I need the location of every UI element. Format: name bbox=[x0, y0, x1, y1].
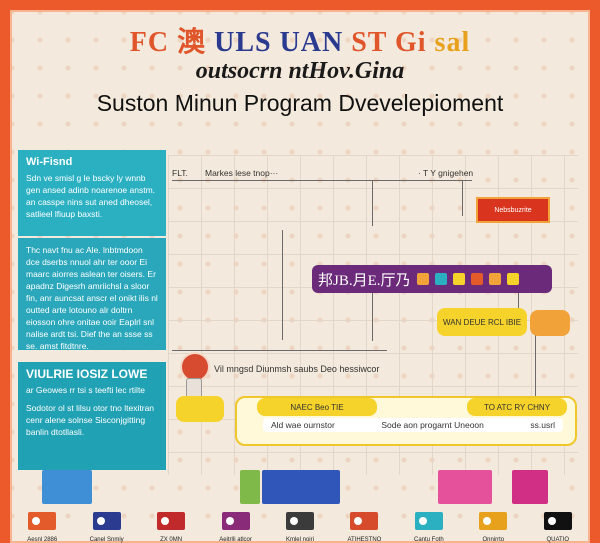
icon-caption: Canel Snmiy bbox=[89, 537, 124, 543]
book-icon bbox=[92, 512, 121, 530]
diagram-label-right: · T Y gnigehen bbox=[418, 168, 474, 178]
tile-magenta bbox=[512, 470, 548, 504]
connector-line bbox=[172, 180, 472, 181]
connector-line bbox=[535, 330, 536, 398]
icon-strip: Aesnl 2886 Canel Snmiy ZX 0MN Aeitrlli atlc… bbox=[10, 512, 590, 543]
gift-icon bbox=[350, 512, 379, 530]
panel-heading: Wi-Fisnd bbox=[26, 156, 73, 168]
icon-item[interactable]: Canel Snmiy bbox=[81, 512, 133, 543]
panel-body: Sdn ve smisl g le bscky ly wnnb gen anse… bbox=[26, 173, 156, 219]
icon-caption: Cantu Foth bbox=[414, 537, 444, 543]
camera-icon bbox=[28, 512, 57, 530]
icon-item[interactable]: Aesnl 2886 bbox=[16, 512, 68, 543]
header-title: FC 澳 ULS UAN ST Gi sal bbox=[0, 20, 600, 60]
mid-label: Vil mngsd Diunmsh saubs Deo hessiwcor bbox=[214, 364, 380, 374]
title-part-3: ST Gi bbox=[351, 27, 427, 58]
left-panel-wifi: Wi-Fisnd Sdn ve smisl g le bscky ly wnnb… bbox=[18, 150, 166, 236]
wide-mid-text: Sode aon progarnt Uneoon bbox=[381, 420, 484, 430]
panel-sub: ar Geowes rr tsi s teefti lec rtilte bbox=[26, 385, 146, 395]
chat-icon bbox=[221, 512, 250, 530]
wide-panel: NAEC Beo TIE TO ATC RY CHNY Ald wae ourn… bbox=[235, 396, 577, 446]
title-part-2: ULS UAN bbox=[214, 27, 344, 58]
icon-caption: Aesnl 2886 bbox=[27, 537, 58, 543]
icon-caption: QUATIO bbox=[546, 537, 569, 543]
connector-line bbox=[518, 293, 519, 311]
connector-line bbox=[282, 230, 283, 340]
main-title: Suston Minun Program Dvevelepioment bbox=[96, 90, 504, 116]
panel-body: Sodotor ol st lilsu otor tno ltexitran c… bbox=[26, 403, 155, 437]
icon-item[interactable]: ZX 0MN bbox=[145, 512, 197, 543]
wide-left-text: Ald wae ournstor bbox=[271, 420, 335, 430]
purple-node-title: 邦JB.月E.厅乃 bbox=[318, 272, 411, 289]
panel-body: Thc navt fnu ac Ale. lnbtmdoon dce dserb… bbox=[26, 245, 158, 351]
icon-item[interactable]: QUATIO bbox=[532, 512, 584, 543]
connector-line bbox=[462, 180, 463, 216]
left-panel-visual: VIULRIE IOSIZ LOWE ar Geowes rr tsi s te… bbox=[18, 362, 166, 470]
chip-icon bbox=[506, 273, 519, 285]
yellow-node-left bbox=[176, 396, 224, 422]
yellow-node-mid: NAEC Beo TIE bbox=[257, 398, 377, 416]
icon-caption: ATIHESTNO bbox=[347, 537, 382, 543]
cart-icon bbox=[157, 512, 186, 530]
yellow-node-right: WAN DEUE RCL IBIE bbox=[437, 308, 527, 336]
icon-item[interactable]: Kmlel noiri bbox=[274, 512, 326, 543]
chip-icon bbox=[416, 273, 429, 285]
icon-caption: ZX 0MN bbox=[160, 537, 183, 543]
tile-green bbox=[240, 470, 260, 504]
diagram-label-mid: Markes lese tnop··· bbox=[205, 168, 279, 178]
title-part-1: FC 澳 bbox=[129, 27, 207, 58]
purple-node: 邦JB.月E.厅乃 bbox=[312, 265, 552, 293]
map-icon bbox=[479, 512, 508, 530]
yellow-node-mid2: TO ATC RY CHNY bbox=[467, 398, 567, 416]
red-node: Nebsbuzrite bbox=[476, 197, 550, 223]
header-subtitle: outsocrn ntHov.Gina bbox=[195, 58, 405, 84]
connector-line bbox=[372, 293, 373, 341]
chip-icon bbox=[470, 273, 483, 285]
tile-blue bbox=[42, 470, 92, 504]
music-icon bbox=[414, 512, 443, 530]
chip-icon bbox=[488, 273, 501, 285]
tile-pink bbox=[438, 470, 492, 504]
left-panel-description: Thc navt fnu ac Ale. lnbtmdoon dce dserb… bbox=[18, 238, 166, 351]
icon-caption: Aeitrlli atlcor bbox=[219, 537, 252, 543]
icon-caption: Kmlel noiri bbox=[285, 537, 314, 543]
panel-heading: VIULRIE IOSIZ LOWE bbox=[26, 367, 148, 381]
phone-icon bbox=[285, 512, 314, 530]
chip-icon bbox=[452, 273, 465, 285]
icon-item[interactable]: Onnirrto bbox=[467, 512, 519, 543]
icon-caption: Onnirrto bbox=[482, 537, 505, 543]
icon-item[interactable]: ATIHESTNO bbox=[338, 512, 390, 543]
wide-right-text: ss.usrl bbox=[530, 420, 555, 430]
title-part-4: sal bbox=[434, 27, 471, 58]
connector-line bbox=[372, 180, 373, 226]
orange-node bbox=[530, 310, 570, 336]
qr-icon bbox=[543, 512, 572, 530]
connector-line bbox=[172, 350, 387, 351]
wide-panel-text: Ald wae ournstor Sode aon progarnt Uneoo… bbox=[263, 418, 563, 432]
diagram-label-left: FLT. bbox=[172, 168, 188, 178]
chip-icon bbox=[434, 273, 447, 285]
tile-navy bbox=[262, 470, 340, 504]
icon-item[interactable]: Cantu Foth bbox=[403, 512, 455, 543]
icon-item[interactable]: Aeitrlli atlcor bbox=[210, 512, 262, 543]
